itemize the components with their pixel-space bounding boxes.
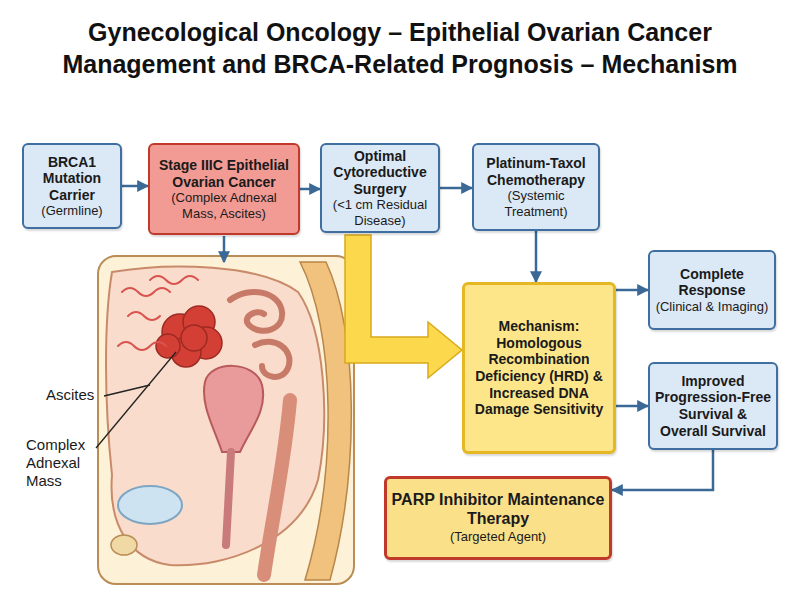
mechanism-box: Mechanism:Homologous Recombination Defic…	[462, 282, 616, 454]
diagnosis-box: Stage IIIC Epithelial Ovarian Cancer(Com…	[148, 143, 300, 235]
diagram-title: Gynecological Oncology – Epithelial Ovar…	[30, 16, 770, 80]
therapy-box: PARP Inhibitor Maintenance Therapy(Targe…	[384, 476, 612, 560]
box-heading: Complete Response	[654, 266, 770, 299]
box-heading: Optimal Cytoreductive Surgery	[326, 148, 434, 198]
box-subtext: (Complex Adnexal Mass, Ascites)	[154, 190, 294, 221]
box-heading: Stage IIIC Epithelial Ovarian Cancer	[154, 157, 294, 190]
uterus	[204, 366, 263, 452]
box-subtext: Homologous Recombination Deficiency (HRD…	[469, 335, 609, 418]
flow-arrow	[122, 185, 148, 188]
annotation-label: Ascites	[46, 386, 116, 404]
box-heading: BRCA1 Mutation Carrier	[28, 154, 116, 204]
box-subtext: (Targeted Agent)	[450, 529, 546, 544]
box-heading: Platinum-Taxol Chemotherapy	[478, 155, 594, 188]
vagina	[226, 452, 231, 545]
box-subtext: (Germline)	[41, 203, 102, 218]
ascites-wave	[122, 288, 170, 296]
leader-line	[96, 352, 176, 448]
ascites-wave	[118, 342, 166, 350]
ascites-waves	[118, 276, 198, 350]
adnexal-tumor	[156, 306, 222, 367]
process-box: Optimal Cytoreductive Surgery(<1 cm Resi…	[320, 143, 440, 233]
process-box: Platinum-Taxol Chemotherapy(Systemic Tre…	[472, 143, 600, 231]
tumor-lobe	[181, 325, 207, 351]
rectum	[264, 400, 290, 575]
pelvis-illustration	[96, 236, 354, 584]
box-subtext: (Systemic Treatment)	[478, 188, 594, 219]
outcome-box: Improved Progression-Free Survival & Ove…	[648, 362, 778, 450]
box-heading: Improved Progression-Free Survival & Ove…	[654, 373, 772, 439]
ascites-wave	[128, 312, 160, 320]
illustration-frame	[98, 256, 354, 584]
bladder	[118, 486, 182, 524]
tumor-lobe	[156, 334, 180, 358]
annotation-label: Complex Adnexal Mass	[26, 436, 98, 490]
box-heading: PARP Inhibitor Maintenance Therapy	[391, 491, 605, 529]
box-subtext: (<1 cm Residual Disease)	[326, 197, 434, 228]
flow-arrow	[616, 289, 648, 292]
flow-arrow	[440, 187, 472, 190]
flow-arrow	[535, 231, 538, 282]
pubic-bone	[111, 535, 137, 555]
outcome-box: Complete Response(Clinical & Imaging)	[648, 250, 776, 330]
bowel-loop	[255, 342, 289, 377]
bowel-loop	[230, 292, 282, 331]
flow-arrow	[616, 405, 648, 408]
box-subtext: (Clinical & Imaging)	[656, 299, 769, 314]
ascites-wave	[150, 276, 198, 284]
flow-block-arrow	[345, 235, 462, 378]
box-heading: Mechanism:	[499, 318, 580, 335]
pointer-arrow	[223, 236, 226, 262]
flow-arrow	[612, 450, 713, 490]
flow-arrow	[300, 188, 320, 191]
process-box: BRCA1 Mutation Carrier(Germline)	[22, 143, 122, 229]
spine-sacrum	[300, 262, 351, 580]
